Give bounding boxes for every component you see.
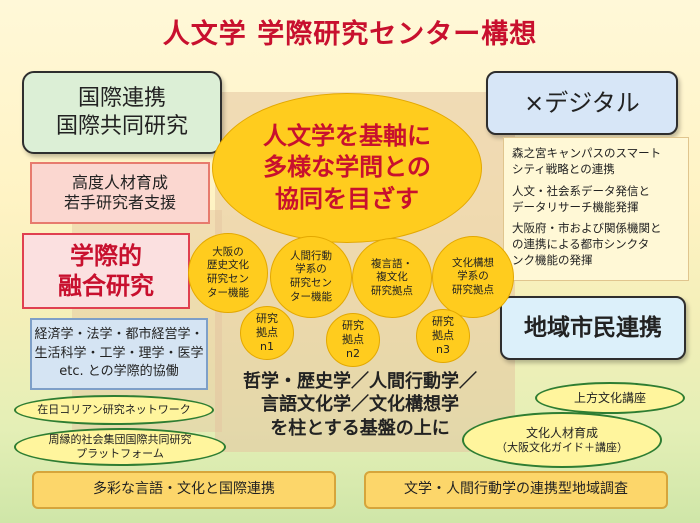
goal-line2: 多様な学問との <box>263 153 431 182</box>
network-text: （大阪文化ガイド＋講座） <box>496 440 628 454</box>
research-hub-n2: 研究 拠点 n2 <box>326 313 380 367</box>
bottom-left-label: 多彩な言語・文化と国際連携 <box>93 481 275 498</box>
circle-text: 学系の <box>295 263 327 276</box>
base-line3: を柱とする基盤の上に <box>270 417 450 439</box>
digital-item: 大阪府・市および関係機関と の連携による都市シンクタ ンク機能の発揮 <box>512 221 682 269</box>
hub-text: n2 <box>346 347 360 361</box>
bottom-bar-right: 文学・人間行動学の連携型地域調査 <box>364 471 668 509</box>
research-center-circle: 文化構想 学系の 研究拠点 <box>432 236 514 318</box>
cross-line1: 経済学・法学・都市経営学・ <box>34 326 204 342</box>
network-text: 在日コリアン研究ネットワーク <box>37 403 191 417</box>
talent-development-box: 高度人材育成 若手研究者支援 <box>30 162 210 224</box>
goal-line3: 協同を目ざす <box>275 184 419 213</box>
digital-box: ×デジタル <box>486 71 678 135</box>
base-line1: 哲学・歴史学／人間行動学／ <box>243 370 477 392</box>
gakusai-line2: 融合研究 <box>58 272 154 300</box>
jinzai-line2: 若手研究者支援 <box>63 193 176 212</box>
cross-line2: 生活科学・工学・理学・医学 <box>34 345 204 361</box>
network-text: 周縁的社会集団国際共同研究 <box>48 433 192 447</box>
hub-text: 拠点 <box>256 325 278 339</box>
gakusai-line1: 学際的 <box>70 242 142 270</box>
circle-text: 文化構想 <box>452 256 494 269</box>
digital-item2-line1: 人文・社会系データ発信と <box>512 183 650 198</box>
digital-item: 人文・社会系データ発信と データリサーチ機能発揮 <box>512 184 682 216</box>
community-collab-box: 地域市民連携 <box>500 296 686 360</box>
research-center-circle: 人間行動 学系の 研究セン ター機能 <box>270 236 352 318</box>
circle-text: 大阪の <box>212 245 244 258</box>
foundation-text: 哲学・歴史学／人間行動学／ 言語文化学／文化構想学 を柱とする基盤の上に <box>215 365 505 445</box>
intl-line2: 国際共同研究 <box>55 113 188 139</box>
bottom-bar-left: 多彩な言語・文化と国際連携 <box>32 471 336 509</box>
hub-text: n3 <box>436 343 450 357</box>
digital-item1-line2: シティ戦略との連携 <box>512 161 615 176</box>
bottom-right-label: 文学・人間行動学の連携型地域調査 <box>404 481 628 498</box>
circle-text: 研究セン <box>207 273 249 285</box>
circle-text: 研究拠点 <box>452 283 494 296</box>
cross-discipline-box: 経済学・法学・都市経営学・ 生活科学・工学・理学・医学 etc. との学際的協働 <box>30 318 208 390</box>
cross-line3: etc. との学際的協働 <box>59 364 179 380</box>
network-text: 文化人材育成 <box>525 425 598 440</box>
hub-text: 拠点 <box>432 328 454 342</box>
hub-text: 研究 <box>342 318 364 332</box>
page-title: 人文学 学際研究センター構想 <box>162 19 538 50</box>
intl-line1: 国際連携 <box>77 86 166 111</box>
network-text: 上方文化講座 <box>573 390 646 405</box>
digital-item2-line2: データリサーチ機能発揮 <box>512 199 639 214</box>
research-center-circle: 大阪の 歴史文化 研究セン ター機能 <box>188 233 268 313</box>
digital-item3-line1: 大阪府・市および関係機関と <box>512 221 662 236</box>
research-center-circle: 複言語・ 複文化 研究拠点 <box>352 238 432 318</box>
network-oval: 文化人材育成 （大阪文化ガイド＋講座） <box>462 412 662 468</box>
hub-text: 研究 <box>432 314 454 328</box>
circle-text: 複文化 <box>376 271 408 284</box>
interdisciplinary-box: 学際的 融合研究 <box>22 233 190 309</box>
base-line2: 言語文化学／文化構想学 <box>261 394 459 416</box>
goal-ellipse: 人文学を基軸に 多様な学問との 協同を目ざす <box>212 93 482 243</box>
research-hub-n1: 研究 拠点 n1 <box>240 306 294 360</box>
circle-text: 研究拠点 <box>371 284 413 297</box>
circle-text: 複言語・ <box>371 257 413 270</box>
international-collab-box: 国際連携 国際共同研究 <box>22 71 222 154</box>
circle-text: 学系の <box>457 270 489 283</box>
digital-item: 森之宮キャンパスのスマート シティ戦略との連携 <box>512 146 682 178</box>
network-oval: 上方文化講座 <box>535 382 685 414</box>
hub-text: n1 <box>260 340 274 354</box>
circle-text: ター機能 <box>290 290 332 303</box>
hub-text: 拠点 <box>342 332 364 346</box>
circle-text: 人間行動 <box>290 249 332 262</box>
digital-item3-line2: の連携による都市シンクタ <box>512 237 650 252</box>
hub-text: 研究 <box>256 311 278 325</box>
jinzai-line1: 高度人材育成 <box>71 173 168 192</box>
goal-line1: 人文学を基軸に <box>263 122 431 151</box>
digital-title: ×デジタル <box>524 89 640 117</box>
network-oval: 在日コリアン研究ネットワーク <box>14 395 214 425</box>
circle-text: ター機能 <box>207 286 249 299</box>
network-text: プラットフォーム <box>76 447 164 460</box>
digital-list: 森之宮キャンパスのスマート シティ戦略との連携 人文・社会系データ発信と データ… <box>503 137 689 281</box>
circle-text: 研究セン <box>290 277 332 289</box>
research-hub-n3: 研究 拠点 n3 <box>416 309 470 363</box>
chiiki-label: 地域市民連携 <box>524 314 662 341</box>
digital-item1-line1: 森之宮キャンパスのスマート <box>512 146 662 160</box>
circle-text: 歴史文化 <box>207 259 249 272</box>
digital-item3-line3: ンク機能の発揮 <box>512 253 593 268</box>
network-oval: 周縁的社会集団国際共同研究 プラットフォーム <box>14 428 226 466</box>
